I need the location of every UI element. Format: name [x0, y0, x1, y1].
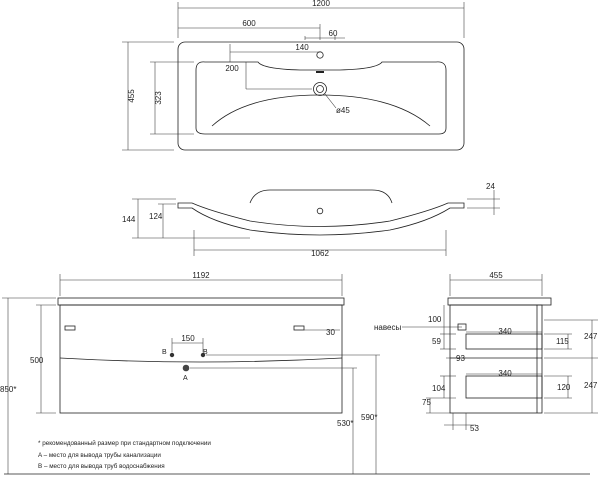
dim-850: 850* [0, 385, 16, 394]
side-dim-59: 59 [432, 337, 441, 346]
dim-1192: 1192 [192, 271, 210, 280]
side-dim-53: 53 [470, 424, 479, 433]
top-view: 1200 600 60 140 455 323 200 ø45 [122, 0, 465, 151]
side-body [449, 304, 543, 414]
front-view: B B A 1192 150 30 500 850* 530* 590* на [0, 271, 590, 475]
side-dim-247-upper: 247 [584, 332, 598, 341]
dim-590: 590* [361, 413, 377, 422]
dim-24: 24 [486, 182, 495, 191]
label-b-right: B [203, 349, 208, 356]
section-tap-hole [316, 207, 324, 215]
side-dim-100: 100 [428, 315, 442, 324]
drain-hole-inner [316, 85, 324, 93]
overflow-slot [316, 71, 324, 73]
side-dim-75: 75 [422, 398, 431, 407]
dim-1200: 1200 [312, 0, 330, 8]
hinge-right [293, 325, 305, 331]
dim-500: 500 [30, 356, 44, 365]
side-dim-340-upper: 340 [498, 327, 512, 336]
side-dim-455: 455 [489, 271, 503, 280]
drawer-divider [59, 357, 343, 363]
side-dim-340-lower: 340 [498, 369, 512, 378]
side-view: 455 340 340 100 59 93 104 75 53 247 247 [422, 271, 598, 433]
drain-hole-outer [313, 82, 327, 96]
side-dim-104: 104 [432, 384, 446, 393]
side-dim-247-lower: 247 [584, 381, 598, 390]
side-dim-120: 120 [557, 383, 571, 392]
note-drain-a: A – место для вывода трубы канализации [38, 451, 161, 459]
dim-1062: 1062 [311, 249, 329, 258]
dim-530: 530* [337, 419, 353, 428]
countertop [57, 297, 345, 306]
dim-30: 30 [326, 328, 335, 337]
basin-outline [177, 41, 465, 151]
side-dim-93: 93 [456, 354, 465, 363]
bowl-curve [211, 94, 431, 127]
tap-hole [316, 51, 324, 59]
dim-200: 200 [225, 64, 239, 73]
supply-hole-left [169, 352, 175, 358]
side-section: 24 144 124 1062 [122, 182, 500, 258]
section-inner [249, 189, 393, 204]
dim-drain-diameter: ø45 [336, 106, 350, 115]
label-a: A [183, 375, 188, 382]
dim-150: 150 [181, 334, 195, 343]
legend-notes: * рекомендованный размер при стандартном… [38, 438, 211, 473]
side-upper-drawer [465, 333, 543, 350]
section-profile [177, 202, 465, 236]
note-supply-b: B – место для вывода труб водоснабжения [38, 463, 165, 470]
side-dim-115: 115 [556, 337, 569, 346]
cabinet-body [59, 304, 343, 414]
dim-144: 144 [122, 215, 136, 224]
dim-323: 323 [154, 91, 163, 105]
dim-124: 124 [149, 212, 163, 221]
side-countertop [447, 297, 552, 306]
dim-455: 455 [127, 89, 136, 103]
hinges-label: навесы [374, 323, 401, 332]
drain-hole-a [182, 364, 190, 372]
dim-60: 60 [329, 29, 338, 38]
label-b-left: B [162, 349, 167, 356]
dim-600: 600 [242, 19, 256, 28]
side-lower-drawer [465, 375, 543, 399]
dim-140: 140 [295, 43, 309, 52]
note-recommended: * рекомендованный размер при стандартном… [38, 440, 211, 447]
side-hinge [457, 323, 467, 331]
supply-hole-right [200, 352, 206, 358]
basin-bowl [195, 61, 447, 135]
hinge-left [64, 325, 76, 331]
